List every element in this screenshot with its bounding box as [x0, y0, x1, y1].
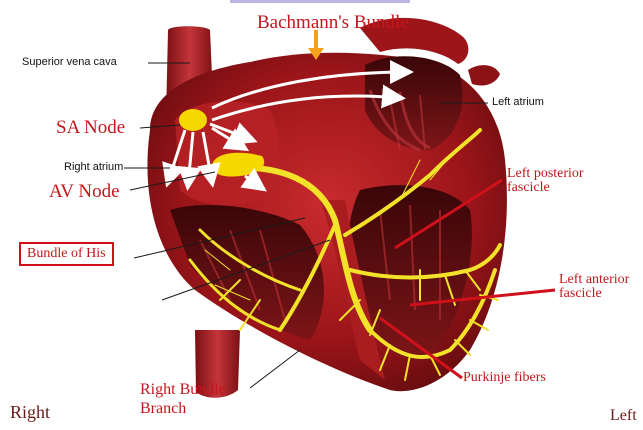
left-atrium-label: Left atrium: [492, 97, 544, 108]
left-anterior-fascicle-label: fascicle: [559, 287, 602, 301]
superior-vena-cava-label: Superior vena cava: [22, 57, 117, 68]
left-anterior-label: Left anterior: [559, 273, 629, 287]
av-node-label: AV Node: [49, 182, 120, 201]
sa-node-shape: [179, 109, 207, 131]
left-posterior-fascicle-label: fascicle: [507, 181, 550, 195]
sa-node-label: SA Node: [56, 118, 125, 137]
right-bundle-branch-label-line1: Right Bundle: [140, 382, 226, 398]
cropped-header-strip: [0, 0, 643, 4]
purkinje-fibers-label: Purkinje fibers: [463, 371, 546, 385]
bundle-of-his-label: Bundle of His: [19, 242, 114, 266]
right-bundle-branch-label-line2: Branch: [140, 401, 186, 417]
bachmanns-bundle-title: Bachmann's Bundle: [257, 13, 409, 32]
left-posterior-label: Left posterior: [507, 167, 584, 181]
right-atrium-label: Right atrium: [64, 162, 123, 173]
right-side-label: Right: [10, 403, 50, 421]
pulmonary-vessel: [468, 65, 500, 85]
left-side-label: Left: [610, 408, 637, 424]
